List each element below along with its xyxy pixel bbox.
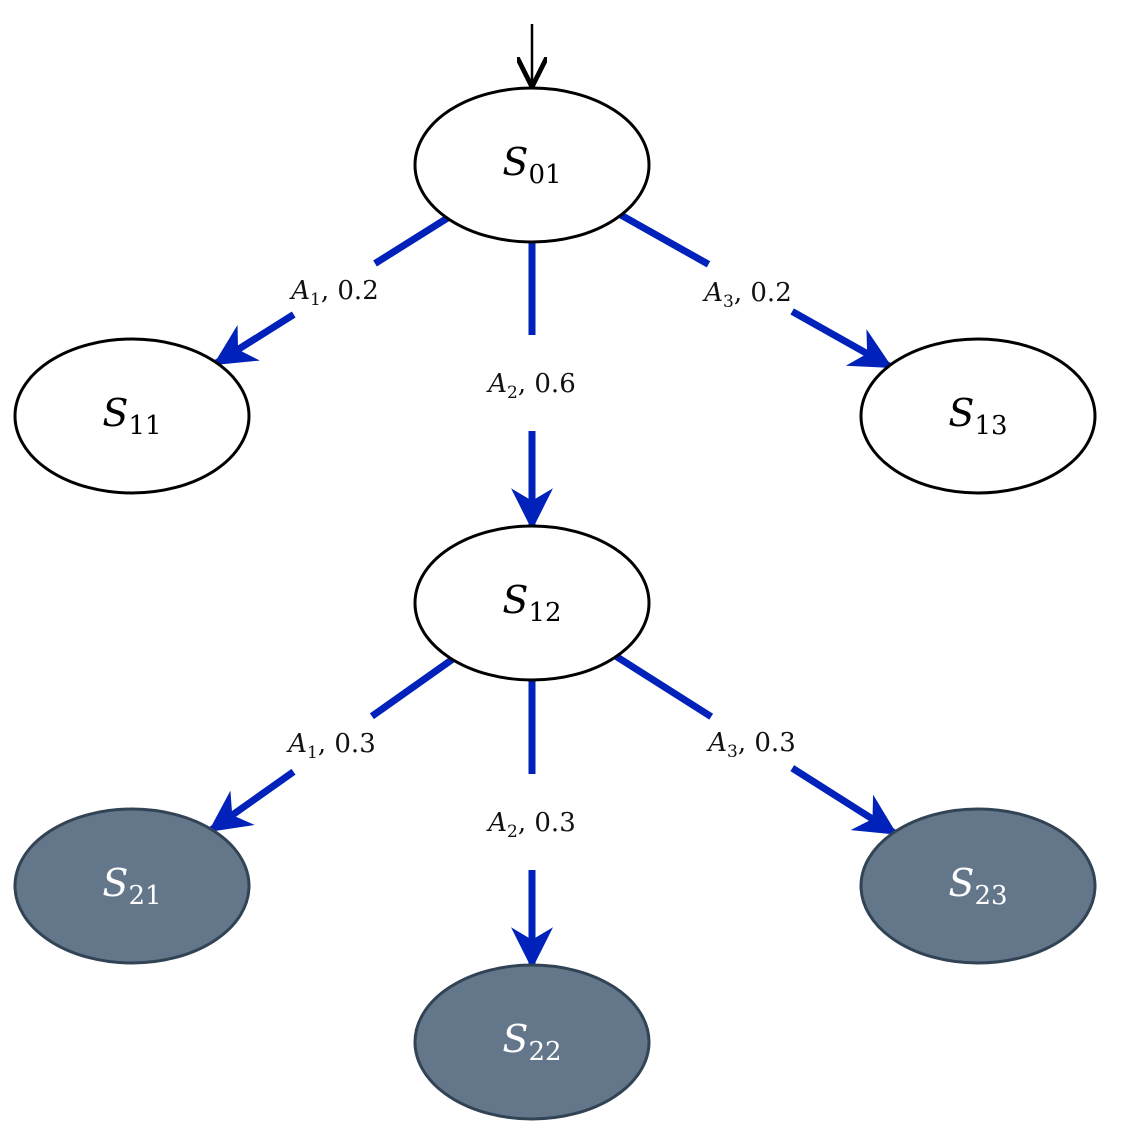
node-s12: S12 [413, 524, 651, 682]
edge-action-letter: A [702, 278, 723, 308]
node-s21: S21 [13, 807, 251, 965]
node-letter: S [502, 1017, 528, 1061]
node-s23: S23 [859, 807, 1097, 965]
node-label: S21 [102, 861, 161, 911]
node-s22: S22 [413, 963, 651, 1121]
edge-label: A3, 0.2 [702, 278, 792, 312]
edge-s01-s11: A1, 0.2 [213, 215, 450, 366]
node-subscript: 21 [128, 881, 161, 911]
edge-separator: , [734, 278, 751, 308]
edge-action-letter: A [486, 369, 507, 399]
edge-probability: 0.3 [754, 728, 795, 758]
edge-s12-s23: A3, 0.3 [614, 653, 898, 836]
node-subscript: 23 [974, 881, 1007, 911]
edge-line-start [614, 653, 714, 720]
node-letter: S [102, 861, 128, 905]
edge-action-letter: A [706, 728, 727, 758]
node-subscript: 22 [528, 1037, 561, 1067]
edge-probability: 0.6 [534, 369, 575, 399]
edge-separator: , [738, 728, 755, 758]
node-letter: S [502, 140, 528, 184]
edge-s01-s12: A2, 0.6 [486, 242, 576, 531]
edge-separator: , [518, 808, 535, 838]
edge-action-letter: A [289, 276, 310, 306]
edge-arrow [213, 311, 296, 366]
edge-arrow [790, 308, 893, 370]
node-s01: S01 [413, 86, 651, 244]
node-label: S13 [948, 391, 1007, 441]
node-subscript: 01 [528, 160, 561, 190]
node-letter: S [948, 391, 974, 435]
edge-action-letter: A [486, 808, 507, 838]
edge-separator: , [318, 729, 335, 759]
edge-probability: 0.3 [334, 729, 375, 759]
edge-action-subscript: 3 [723, 292, 734, 312]
edge-label: A1, 0.3 [286, 729, 376, 763]
edge-label: A2, 0.6 [486, 369, 576, 403]
edge-action-subscript: 1 [307, 743, 318, 763]
node-subscript: 11 [128, 411, 161, 441]
node-label: S22 [502, 1017, 561, 1067]
node-ellipse [413, 963, 651, 1121]
edge-s12-s21: A1, 0.3 [208, 656, 455, 833]
edge-probability: 0.3 [534, 808, 575, 838]
node-label: S12 [502, 578, 561, 628]
edge-label: A2, 0.3 [486, 808, 576, 842]
edge-line-start [373, 215, 450, 267]
edge-probability: 0.2 [337, 276, 378, 306]
node-subscript: 12 [528, 598, 561, 628]
edge-line-start [369, 656, 455, 720]
node-ellipse [413, 86, 651, 244]
node-ellipse [413, 524, 651, 682]
edge-s01-s13: A3, 0.2 [619, 211, 893, 370]
edge-action-subscript: 2 [507, 822, 518, 842]
node-label: S01 [502, 140, 561, 190]
edge-probability: 0.2 [750, 278, 791, 308]
node-s11: S11 [13, 337, 251, 495]
edge-action-subscript: 2 [507, 383, 518, 403]
edge-separator: , [321, 276, 338, 306]
edge-label: A3, 0.3 [706, 728, 796, 762]
node-s13: S13 [859, 337, 1097, 495]
edge-arrow [790, 765, 898, 836]
edges-layer: A1, 0.2A2, 0.6A3, 0.2A1, 0.3A2, 0.3A3, 0… [208, 24, 898, 970]
edge-label: A1, 0.2 [289, 276, 379, 310]
edge-action-letter: A [286, 729, 307, 759]
node-label: S23 [948, 861, 1007, 911]
node-ellipse [13, 807, 251, 965]
edge-line-start [619, 211, 711, 268]
edge-separator: , [518, 369, 535, 399]
node-letter: S [948, 861, 974, 905]
edge-action-subscript: 3 [727, 742, 738, 762]
edge-arrow [208, 768, 296, 833]
node-ellipse [859, 337, 1097, 495]
edge-s12-s22: A2, 0.3 [486, 680, 576, 970]
node-subscript: 13 [974, 411, 1007, 441]
node-letter: S [102, 391, 128, 435]
node-letter: S [502, 578, 528, 622]
node-label: S11 [102, 391, 161, 441]
node-ellipse [13, 337, 251, 495]
node-ellipse [859, 807, 1097, 965]
edge-action-subscript: 1 [310, 290, 321, 310]
